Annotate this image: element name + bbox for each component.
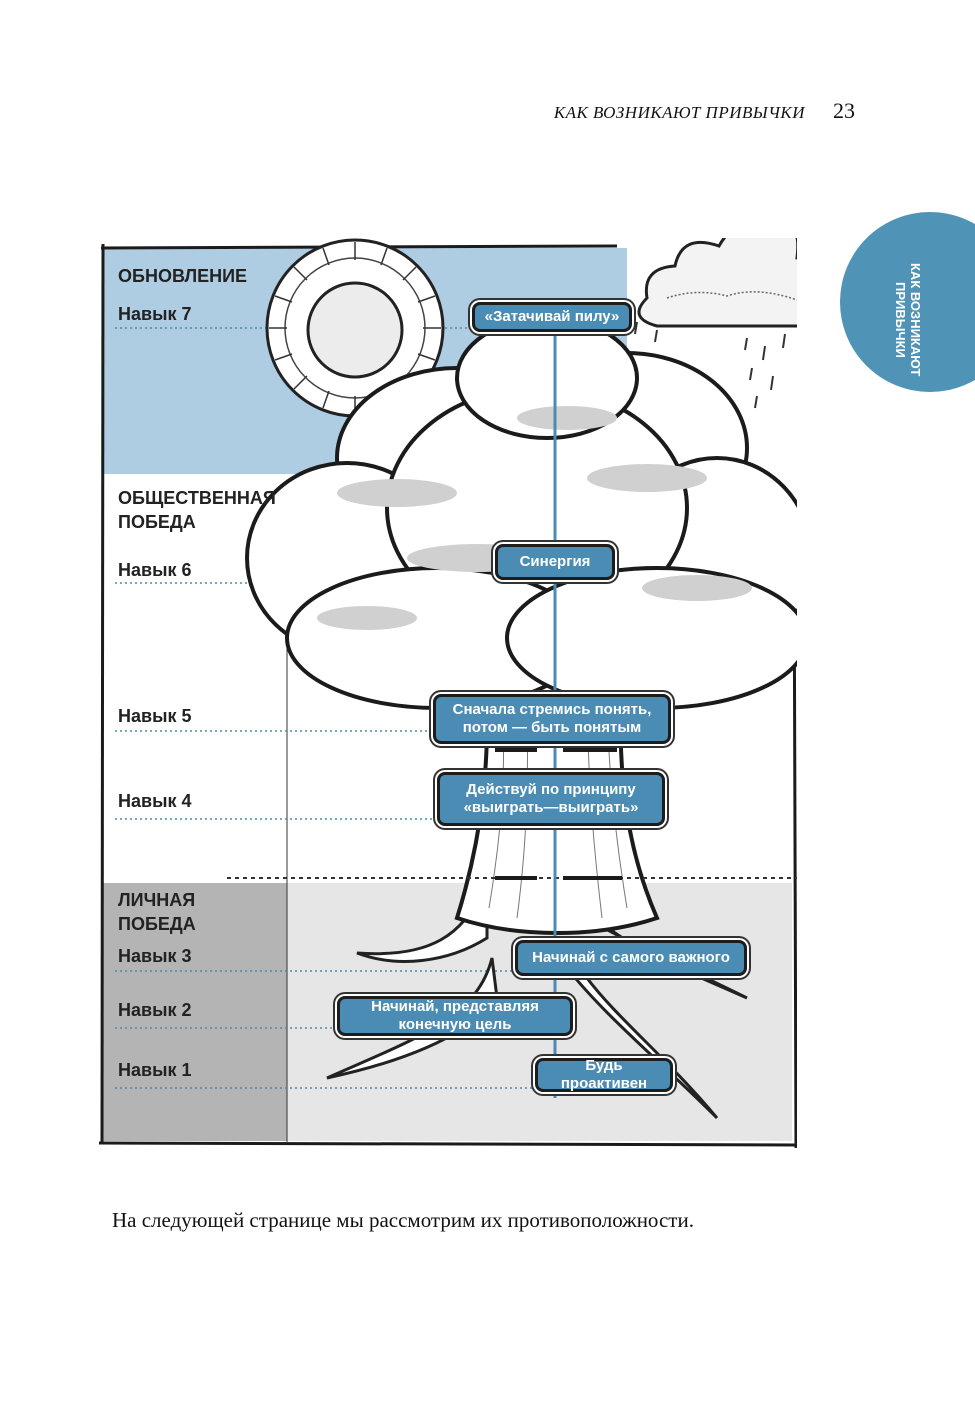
level-private-victory: ЛИЧНАЯ ПОБЕДА [118, 890, 196, 934]
level-renewal: ОБНОВЛЕНИЕ [118, 266, 248, 286]
sun-icon [265, 238, 445, 418]
caption: На следующей странице мы рассмотрим их п… [112, 1208, 694, 1232]
page-number: 23 [833, 98, 855, 123]
habit-4-box: Действуй по принципу «выиграть—выиграть» [437, 772, 665, 826]
habit-7-box: «Затачивай пилу» [472, 302, 632, 332]
tree-canopy [245, 316, 797, 710]
habits-tree-figure: ОБНОВЛЕНИЕ Навык 7 ОБЩЕСТВЕННАЯ ПОБЕДА Н… [97, 238, 797, 1153]
level-public-victory: ОБЩЕСТВЕННАЯ ПОБЕДА [118, 488, 276, 532]
habit-6-box: Синергия [495, 544, 615, 580]
habit-2-box: Начинай, представляя конечную цель [337, 996, 573, 1036]
habit-1-label: Навык 1 [118, 1060, 192, 1080]
habit-7-label: Навык 7 [118, 304, 192, 324]
habit-5-box: Сначала стремись понять, потом — быть по… [433, 694, 671, 744]
habit-1-box: Будь проактивен [535, 1057, 673, 1092]
habit-3-box: Начинай с самого важного [515, 940, 747, 976]
habit-3-label: Навык 3 [118, 946, 192, 966]
habit-6-label: Навык 6 [118, 560, 192, 580]
side-tab-label-wrap: КАК ВОЗНИКАЮТ ПРИВЫЧКИ [884, 255, 932, 385]
side-tab [840, 212, 975, 392]
side-tab-label: КАК ВОЗНИКАЮТ ПРИВЫЧКИ [893, 263, 923, 377]
habit-2-label: Навык 2 [118, 1000, 192, 1020]
running-title: КАК ВОЗНИКАЮТ ПРИВЫЧКИ [553, 103, 805, 122]
cloud-icon [634, 238, 797, 409]
habit-5-label: Навык 5 [118, 706, 192, 726]
private-victory-band [103, 883, 287, 1141]
running-head: КАК ВОЗНИКАЮТ ПРИВЫЧКИ 23 [554, 98, 855, 124]
habit-4-label: Навык 4 [118, 791, 192, 811]
